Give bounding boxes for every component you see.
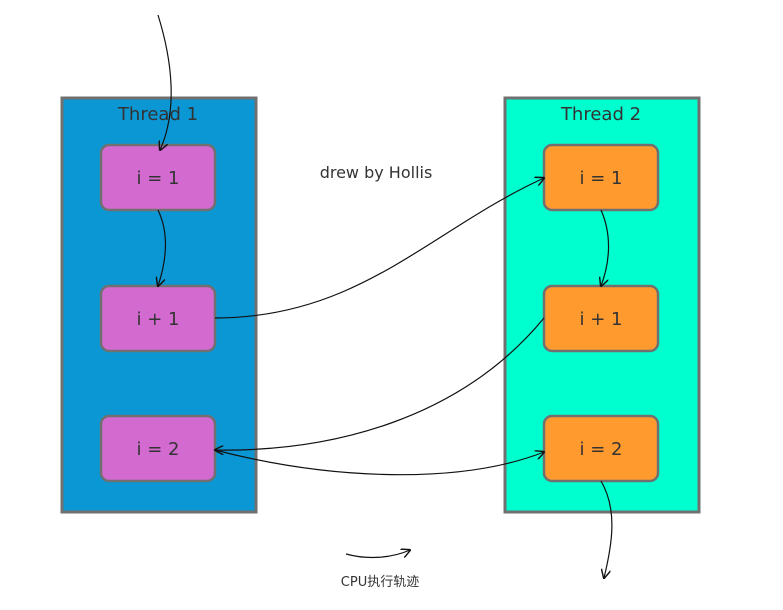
thread-1-lane: Thread 1 i = 1 i + 1 i = 2 [60, 96, 258, 514]
arrow-start [157, 14, 172, 150]
legend-label: CPU执行轨迹 [341, 575, 419, 590]
thread-1-step-1: i = 1 [99, 143, 217, 212]
legend-arrow [345, 550, 410, 559]
thread-1-step-3: i = 2 [99, 414, 217, 483]
step-label: i = 2 [580, 439, 623, 460]
arrow-end [600, 480, 613, 578]
thread-2-step-2: i + 1 [542, 284, 660, 353]
step-label: i = 2 [137, 439, 180, 460]
thread-1-title: Thread 1 [117, 104, 198, 125]
step-label: i + 1 [137, 309, 180, 330]
arrow-t1-step2-to-t2-step1 [214, 178, 544, 319]
step-label: i + 1 [580, 309, 623, 330]
thread-2-title: Thread 2 [560, 104, 641, 125]
legend: CPU执行轨迹 [341, 550, 419, 590]
arrow-t1-step1-to-step2 [158, 209, 167, 286]
arrow-t2-step2-to-t1-step3 [215, 317, 545, 450]
thread-2-step-3: i = 2 [542, 414, 660, 483]
trace-arrows [157, 14, 613, 578]
arrow-t1-step3-to-t2-step3 [214, 449, 544, 476]
arrow-t2-step1-to-step2 [601, 209, 610, 286]
thread-2-step-1: i = 1 [542, 143, 660, 212]
step-label: i = 1 [137, 168, 180, 189]
step-label: i = 1 [580, 168, 623, 189]
thread-1-step-2: i + 1 [99, 284, 217, 353]
thread-2-lane: Thread 2 i = 1 i + 1 i = 2 [503, 96, 701, 514]
credit-text: drew by Hollis [320, 163, 433, 182]
